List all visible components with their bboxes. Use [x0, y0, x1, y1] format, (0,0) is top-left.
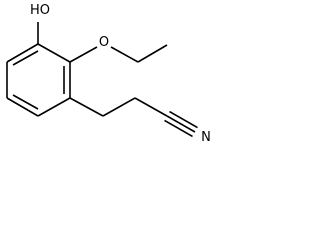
nitrile-nitrogen-label: N [201, 130, 211, 145]
ring-double-bond-c6-c1 [12, 50, 39, 66]
bond-c3-ch2 [69, 97, 104, 117]
benzene-ring [6, 43, 71, 117]
chemical-structure: HO O N [6, 3, 211, 145]
ring-bond-c1-c2 [37, 43, 71, 63]
ring-bond-c4-c5 [6, 97, 39, 117]
bond-ether-oxygen-ch2 [110, 46, 139, 63]
bond-ethyl-ch2-ch3 [137, 44, 168, 63]
bond-c2-ether-oxygen [69, 46, 98, 63]
ring-bond-c3-c4 [37, 97, 71, 117]
ether-oxygen-label: O [99, 35, 109, 50]
ring-double-bond-c4-c5 [12, 94, 39, 110]
nitrile-triple-bond [164, 110, 198, 138]
ring-bond-c6-c1 [6, 43, 39, 63]
bond-ch2-ch2 [102, 97, 136, 117]
bond-ch2-nitrile-carbon [134, 97, 168, 117]
hydroxyl-label: HO [30, 3, 50, 18]
